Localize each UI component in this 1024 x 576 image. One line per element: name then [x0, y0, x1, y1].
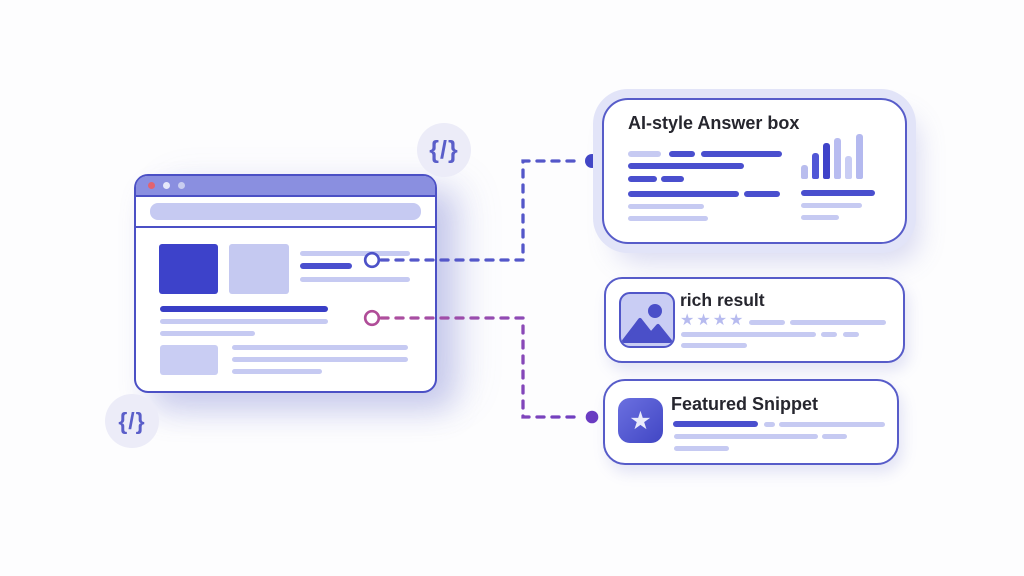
code-icon-bottom: {/} — [105, 394, 159, 448]
text-line — [674, 434, 818, 439]
secondary-image-placeholder — [229, 244, 289, 294]
star-icon: ★ — [629, 406, 652, 435]
text-line — [681, 343, 747, 348]
text-line — [232, 357, 408, 362]
code-glyph: {/} — [118, 407, 146, 434]
text-line — [232, 345, 408, 350]
rich-result-title: rich result — [680, 290, 765, 310]
text-line — [300, 251, 410, 256]
bar — [845, 156, 852, 179]
image-icon-art — [622, 304, 672, 343]
bar — [812, 153, 819, 179]
text-line — [300, 263, 352, 269]
text-line — [628, 163, 744, 169]
browser-address-bar — [136, 197, 435, 228]
bar — [856, 134, 863, 179]
star-badge: ★ — [618, 398, 663, 443]
text-line — [801, 190, 875, 196]
text-line — [160, 331, 255, 336]
connector-node-answer — [363, 251, 381, 269]
image-icon — [619, 292, 675, 348]
text-line — [749, 320, 785, 325]
mini-bar-chart — [801, 133, 875, 179]
text-line — [232, 369, 322, 374]
address-pill — [150, 202, 421, 220]
code-icon-top: {/} — [417, 123, 471, 177]
browser-titlebar — [136, 176, 435, 197]
text-line — [779, 421, 885, 427]
hero-image-placeholder — [159, 244, 218, 294]
text-line — [701, 150, 782, 157]
connector-node-snippet — [363, 309, 381, 327]
answer-box-card: AI-style Answer box — [602, 98, 907, 244]
connector-dot-answer — [585, 154, 599, 168]
bar — [834, 138, 841, 179]
browser-window — [134, 174, 437, 393]
text-line — [801, 215, 839, 220]
text-line — [673, 421, 758, 427]
text-line — [661, 176, 684, 182]
featured-snippet-card: ★ Featured Snippet — [603, 379, 899, 465]
connector-answer-path — [379, 159, 584, 262]
bar — [801, 165, 808, 179]
window-dot-red — [148, 182, 155, 189]
text-line — [764, 421, 775, 427]
text-line — [628, 151, 661, 157]
text-line — [790, 320, 886, 325]
text-line — [628, 216, 708, 221]
bar — [823, 143, 830, 179]
connector-snippet-path — [379, 316, 584, 419]
text-line — [801, 203, 862, 208]
code-glyph: {/} — [429, 135, 459, 164]
text-line — [160, 319, 328, 324]
connector-dot-snippet — [585, 410, 599, 424]
thumbnail-placeholder — [160, 345, 218, 375]
text-line — [669, 150, 695, 157]
rich-result-card: rich result ★★★★ — [604, 277, 905, 363]
text-line — [674, 445, 729, 451]
answer-box-title: AI-style Answer box — [628, 113, 800, 133]
window-dot-2 — [163, 182, 170, 189]
star-rating: ★★★★ — [680, 312, 746, 329]
text-line — [822, 434, 847, 439]
text-line — [744, 191, 780, 197]
text-line — [300, 277, 410, 282]
text-line — [843, 332, 859, 337]
text-line — [821, 332, 837, 337]
text-line — [628, 176, 657, 182]
text-line — [681, 332, 816, 337]
window-dot-3 — [178, 182, 185, 189]
text-line — [628, 204, 704, 209]
text-line — [628, 191, 739, 197]
featured-snippet-title: Featured Snippet — [671, 394, 819, 414]
text-line — [160, 306, 328, 312]
